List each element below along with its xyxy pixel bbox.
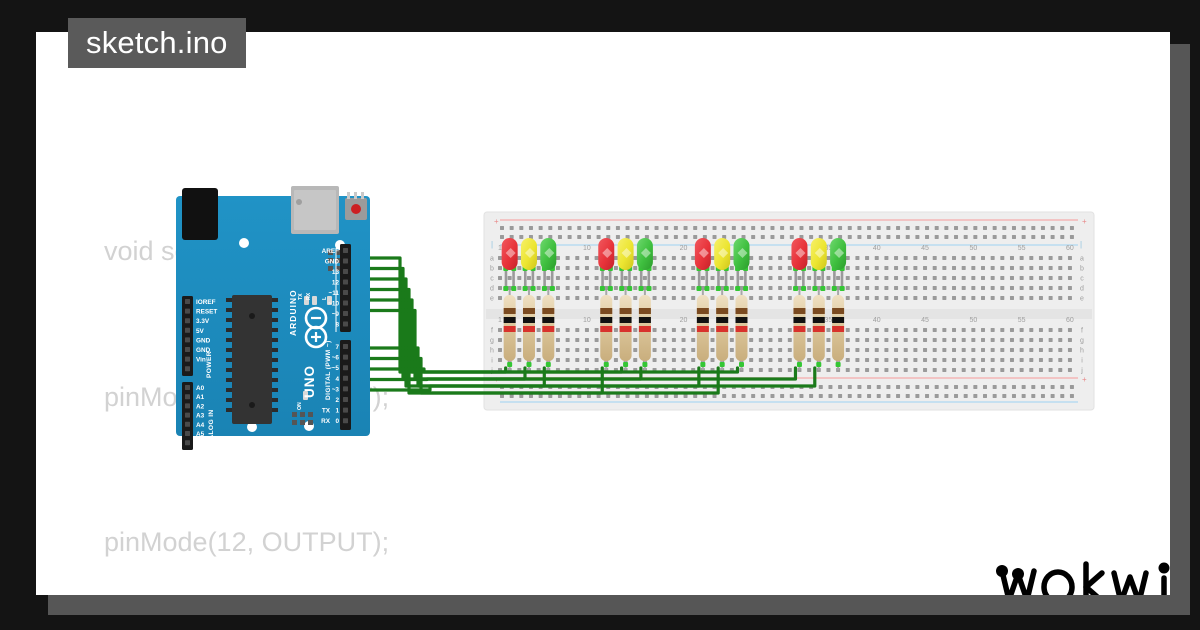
file-tab-sketch-ino[interactable]: sketch.ino <box>68 18 246 68</box>
code-editor-text: void setup() { pinMode(13, OUTPUT); pinM… <box>104 130 524 595</box>
code-line: pinMode(13, OUTPUT); <box>104 381 390 412</box>
code-line: void setup() { <box>104 236 262 266</box>
code-line: pinMode(12, OUTPUT); <box>104 527 390 557</box>
project-preview-card: void setup() { pinMode(13, OUTPUT); pinM… <box>36 32 1170 595</box>
wokwi-logo <box>994 554 1170 595</box>
